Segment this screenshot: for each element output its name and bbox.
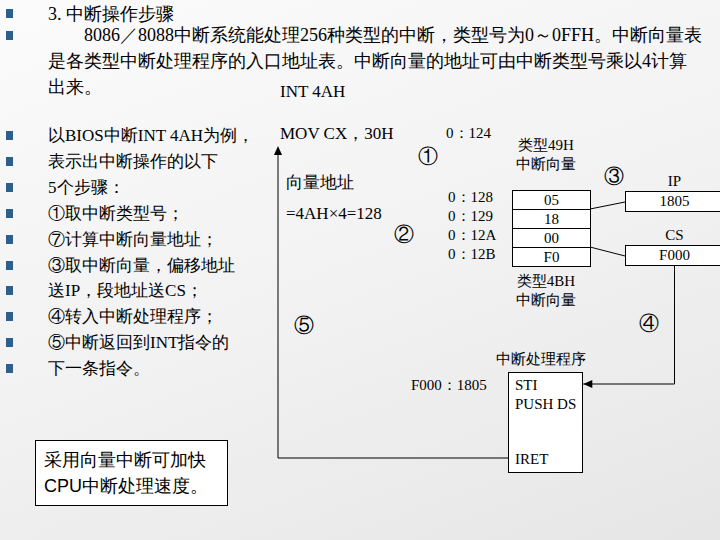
arrow-head (583, 380, 592, 388)
node-text: 1805 (625, 191, 720, 212)
callout-number: ① (418, 144, 438, 168)
bracket-leader (590, 247, 625, 256)
formula: =4AH×4=128 (286, 202, 382, 226)
bullet (6, 312, 13, 321)
bracket-leader (590, 202, 625, 209)
bullet (6, 235, 13, 244)
memory-cell: 18 (512, 209, 591, 229)
memory-cell: 00 (512, 228, 591, 248)
memory-address: 0：12A (448, 226, 496, 245)
step-text: 送IP，段地址送CS； (48, 279, 203, 303)
node-text: STI (515, 376, 576, 395)
bullet (6, 183, 13, 192)
node-text: 00 (513, 229, 590, 247)
step-text: ④转入中断处理程序； (48, 305, 218, 329)
memory-address: 0：12B (448, 245, 496, 264)
memory-address: 0：128 (448, 188, 493, 207)
note-box: 采用向量中断可加快 CPU中断处理速度。 (35, 440, 228, 506)
bullet (6, 157, 13, 166)
node-text: CS (625, 226, 720, 245)
node-text: 05 (513, 191, 590, 209)
bullet (6, 31, 13, 40)
vector-type-label: 类型4BH 中断向量 (510, 272, 582, 310)
memory-address: 0：129 (448, 207, 493, 226)
step-text: 5个步骤： (48, 176, 125, 200)
arrow-head (274, 146, 282, 155)
node-text: F0 (513, 248, 590, 266)
return-line (278, 152, 508, 458)
step-text: 下一条指令。 (48, 357, 150, 381)
node-text: IP (625, 172, 720, 191)
step-text: ③取中断向量，偏移地址 (48, 254, 235, 278)
callout-number: ③ (604, 164, 624, 188)
memory-cell: F0 (512, 247, 591, 267)
bullet (6, 338, 13, 347)
paragraph: 8086／8088中断系统能处理256种类型的中断，类型号为0～0FFH。中断向… (48, 22, 703, 100)
callout-number: ② (394, 222, 414, 246)
step-text: ⑤中断返回到INT指令的 (48, 331, 229, 355)
node-text: 采用向量中断可加快 CPU中断处理速度。 (44, 447, 219, 499)
connector (583, 266, 674, 384)
step-text: ①取中断类型号； (48, 202, 184, 226)
bullet (6, 131, 13, 140)
bullet (6, 209, 13, 218)
slide-title: 3. 中断操作步骤 (48, 2, 174, 26)
handler-label: 中断处理程序 (496, 350, 586, 369)
step-text: 以BIOS中断INT 4AH为例， (48, 124, 254, 148)
callout-number: ④ (639, 311, 659, 335)
bullet (6, 261, 13, 270)
handler-code-box: STIPUSH DS IRET (508, 372, 583, 473)
memory-address: 0：124 (446, 124, 491, 143)
register-box: IP1805 (625, 172, 720, 212)
step-text: 表示出中断操作的以下 (48, 150, 218, 174)
callout-number: ⑤ (294, 313, 314, 337)
formula-label: 向量地址 (286, 171, 354, 195)
memory-cell: 05 (512, 190, 591, 210)
instruction: INT 4AH (280, 80, 345, 104)
register-box: CSF000 (625, 226, 720, 266)
step-text: ⑦计算中断向量地址； (48, 228, 218, 252)
entry-address: F000：1805 (411, 376, 487, 395)
node-text: 18 (513, 210, 590, 228)
bullet (6, 364, 13, 373)
instruction: MOV CX，30H (280, 122, 394, 146)
vector-type-label: 类型49H 中断向量 (510, 136, 582, 174)
code-gap (515, 414, 576, 450)
node-text: PUSH DS (515, 395, 576, 414)
node-text: IRET (515, 450, 576, 469)
bullet-markers (6, 9, 13, 373)
bullet (6, 286, 13, 295)
node-text: F000 (625, 245, 720, 266)
bullet (6, 9, 13, 18)
